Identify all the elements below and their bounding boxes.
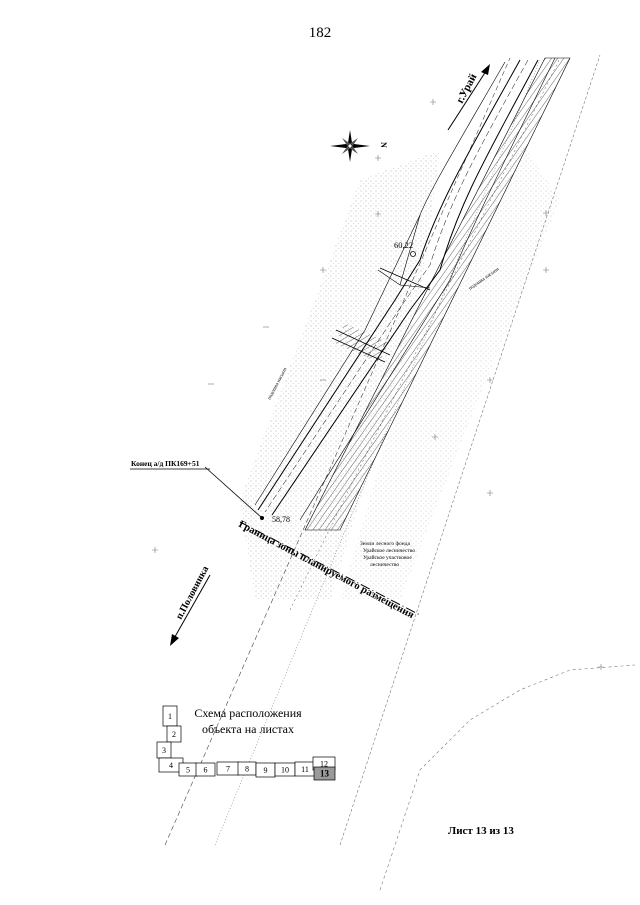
scheme-cell-label-7: 7 bbox=[226, 765, 230, 774]
arrow-to-city: г.Урай bbox=[447, 64, 490, 131]
scheme-cell-label-1: 1 bbox=[168, 712, 172, 721]
elevation-top: 60,22 bbox=[394, 240, 413, 250]
arrow-to-settlement: п.Половинка bbox=[170, 564, 211, 646]
elevation-point-top bbox=[410, 251, 416, 257]
scheme-cell-label-9: 9 bbox=[264, 766, 268, 775]
scheme-cell-6 bbox=[195, 762, 216, 777]
north-label: N bbox=[379, 142, 388, 148]
boundary-line-right bbox=[339, 54, 601, 846]
land-note-3: Урайское участковое bbox=[363, 554, 412, 561]
to-settlement-label: п.Половинка bbox=[174, 564, 211, 621]
scheme-cell-label-11: 11 bbox=[301, 765, 309, 774]
land-note-2: Урайское лесничество bbox=[363, 547, 415, 554]
embankment-hatch bbox=[304, 57, 571, 531]
land-note-4: лесничество bbox=[370, 562, 399, 568]
scheme-cell-label-13: 13 bbox=[320, 769, 330, 779]
scheme-title-line2: объекта на листах bbox=[202, 722, 294, 736]
scheme-cell-label-5: 5 bbox=[186, 766, 190, 775]
scheme-cell-label-12: 12 bbox=[320, 760, 328, 769]
end-marker-leader bbox=[204, 466, 263, 519]
scheme-cell-label-10: 10 bbox=[281, 766, 289, 775]
sheet-scheme: Схема расположения объекта на листах 123… bbox=[156, 705, 336, 781]
north-arrow-icon bbox=[330, 130, 370, 162]
scheme-cell-13 bbox=[313, 766, 336, 781]
grid-ticks bbox=[152, 99, 604, 670]
end-of-road-label: Конец а/д ПК169+51 bbox=[131, 459, 200, 468]
to-city-label: г.Урай bbox=[454, 71, 480, 105]
land-note-1: Земли лесного фонда bbox=[360, 540, 410, 547]
scheme-title-line1: Схема расположения bbox=[194, 706, 302, 720]
scheme-cell-label-4: 4 bbox=[169, 761, 173, 770]
boundary-line-left bbox=[164, 57, 511, 846]
scheme-cell-label-6: 6 bbox=[204, 766, 208, 775]
elevation-bottom: 58,78 bbox=[272, 515, 290, 524]
sheet-label: Лист 13 из 13 bbox=[448, 825, 514, 837]
forest-stipple-right bbox=[340, 140, 560, 600]
page-number: 182 bbox=[309, 25, 332, 41]
end-point bbox=[260, 516, 264, 520]
contour-line bbox=[379, 664, 636, 891]
scheme-cell-label-2: 2 bbox=[172, 730, 176, 739]
scheme-cell-label-8: 8 bbox=[245, 765, 249, 774]
scheme-cell-label-3: 3 bbox=[162, 746, 166, 755]
scheme-cell-2 bbox=[166, 725, 182, 743]
road bbox=[254, 57, 556, 521]
